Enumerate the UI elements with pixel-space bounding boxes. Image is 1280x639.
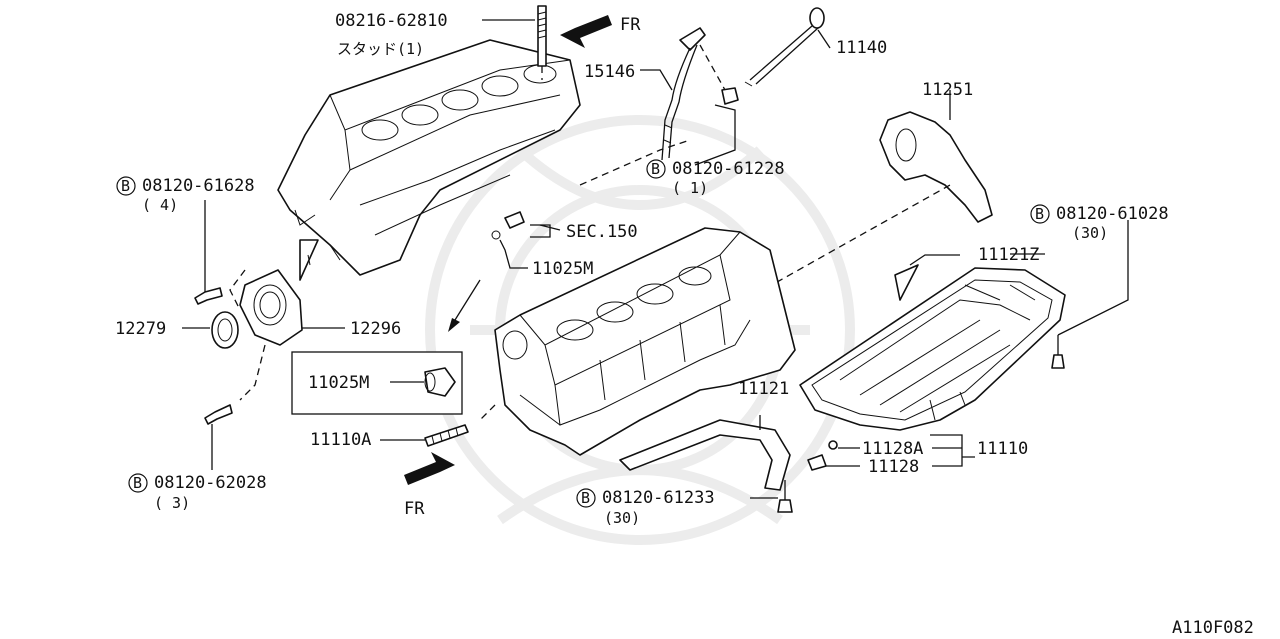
dipstick-11140	[744, 7, 831, 87]
label-bolt-61028: 08120-61028	[1056, 204, 1169, 224]
label-bolt-62028-qty: ( 3)	[154, 494, 190, 512]
lower-engine-block	[494, 227, 796, 456]
label-12296: 12296	[350, 319, 401, 339]
bolt-marker-62028: B	[133, 474, 142, 492]
label-12279: 12279	[115, 319, 166, 339]
label-11251: 11251	[922, 80, 973, 100]
upper-engine-block	[277, 39, 581, 281]
stud-08216-62810	[537, 5, 547, 80]
bolt-marker-61028: B	[1035, 205, 1044, 223]
bolt-marker-61233: B	[581, 489, 590, 507]
label-bolt-61028-qty: (30)	[1072, 224, 1108, 242]
leader-lines	[482, 19, 1045, 255]
fr-label-top: FR	[620, 15, 641, 35]
bolt-61233	[750, 480, 793, 513]
diagram-code: A110F082	[1172, 618, 1254, 638]
bolt-marker-62028-icon	[128, 473, 148, 493]
label-bolt-61628: 08120-61628	[142, 176, 255, 196]
oil-seal-12279	[182, 311, 239, 349]
oil-pan-11110	[799, 254, 1066, 431]
bolt-61028	[1051, 220, 1129, 369]
label-bolt-61228: 08120-61228	[672, 159, 785, 179]
bolt-61628	[194, 200, 223, 305]
fr-label-bottom: FR	[404, 499, 425, 519]
dipstick-tube-15146	[640, 27, 739, 161]
label-stud-part: 08216-62810	[335, 11, 448, 31]
drain-plug-11128	[807, 434, 975, 471]
bolt-marker-61628: B	[121, 177, 130, 195]
pointer-arrow	[448, 279, 481, 332]
label-bolt-61233-qty: (30)	[604, 509, 640, 527]
labels: 08216-62810 スタッド(1) 15146 11140 11251 B …	[115, 11, 1254, 638]
label-11121: 11121	[738, 379, 789, 399]
bolt-marker-61228: B	[651, 160, 660, 178]
label-11140: 11140	[836, 38, 887, 58]
bolt-62028	[204, 404, 233, 470]
label-stud-desc: スタッド(1)	[337, 40, 424, 58]
label-11025m-top: 11025M	[532, 259, 593, 279]
bolt-marker-61233-icon	[576, 488, 596, 508]
guide-lines	[229, 139, 951, 421]
gasket-11251	[879, 90, 993, 223]
label-bolt-61628-qty: ( 4)	[142, 196, 178, 214]
label-11025m-box: 11025M	[308, 373, 369, 393]
bolt-marker-61228-icon	[646, 159, 666, 179]
bolt-marker-61028-icon	[1030, 204, 1050, 224]
fr-arrow-top: FR	[560, 15, 641, 48]
seal-retainer-12296	[239, 269, 345, 346]
label-11128a: 11128A	[862, 439, 923, 459]
sensor-11025m-upper	[491, 211, 551, 269]
label-11110: 11110	[977, 439, 1028, 459]
fr-arrow-bottom: FR	[404, 452, 455, 519]
detail-box	[291, 351, 463, 415]
label-15146: 15146	[584, 62, 635, 82]
stud-11110a	[380, 424, 469, 447]
label-bolt-62028: 08120-62028	[154, 473, 267, 493]
label-sec150: SEC.150	[566, 222, 638, 242]
bolt-marker-61628-icon	[116, 176, 136, 196]
label-11121z: 11121Z	[978, 245, 1039, 265]
oil-pan-gasket-11121	[619, 415, 791, 491]
label-bolt-61233: 08120-61233	[602, 488, 715, 508]
label-11128: 11128	[868, 457, 919, 477]
label-bolt-61228-qty: ( 1)	[672, 179, 708, 197]
label-11110a: 11110A	[310, 430, 371, 450]
